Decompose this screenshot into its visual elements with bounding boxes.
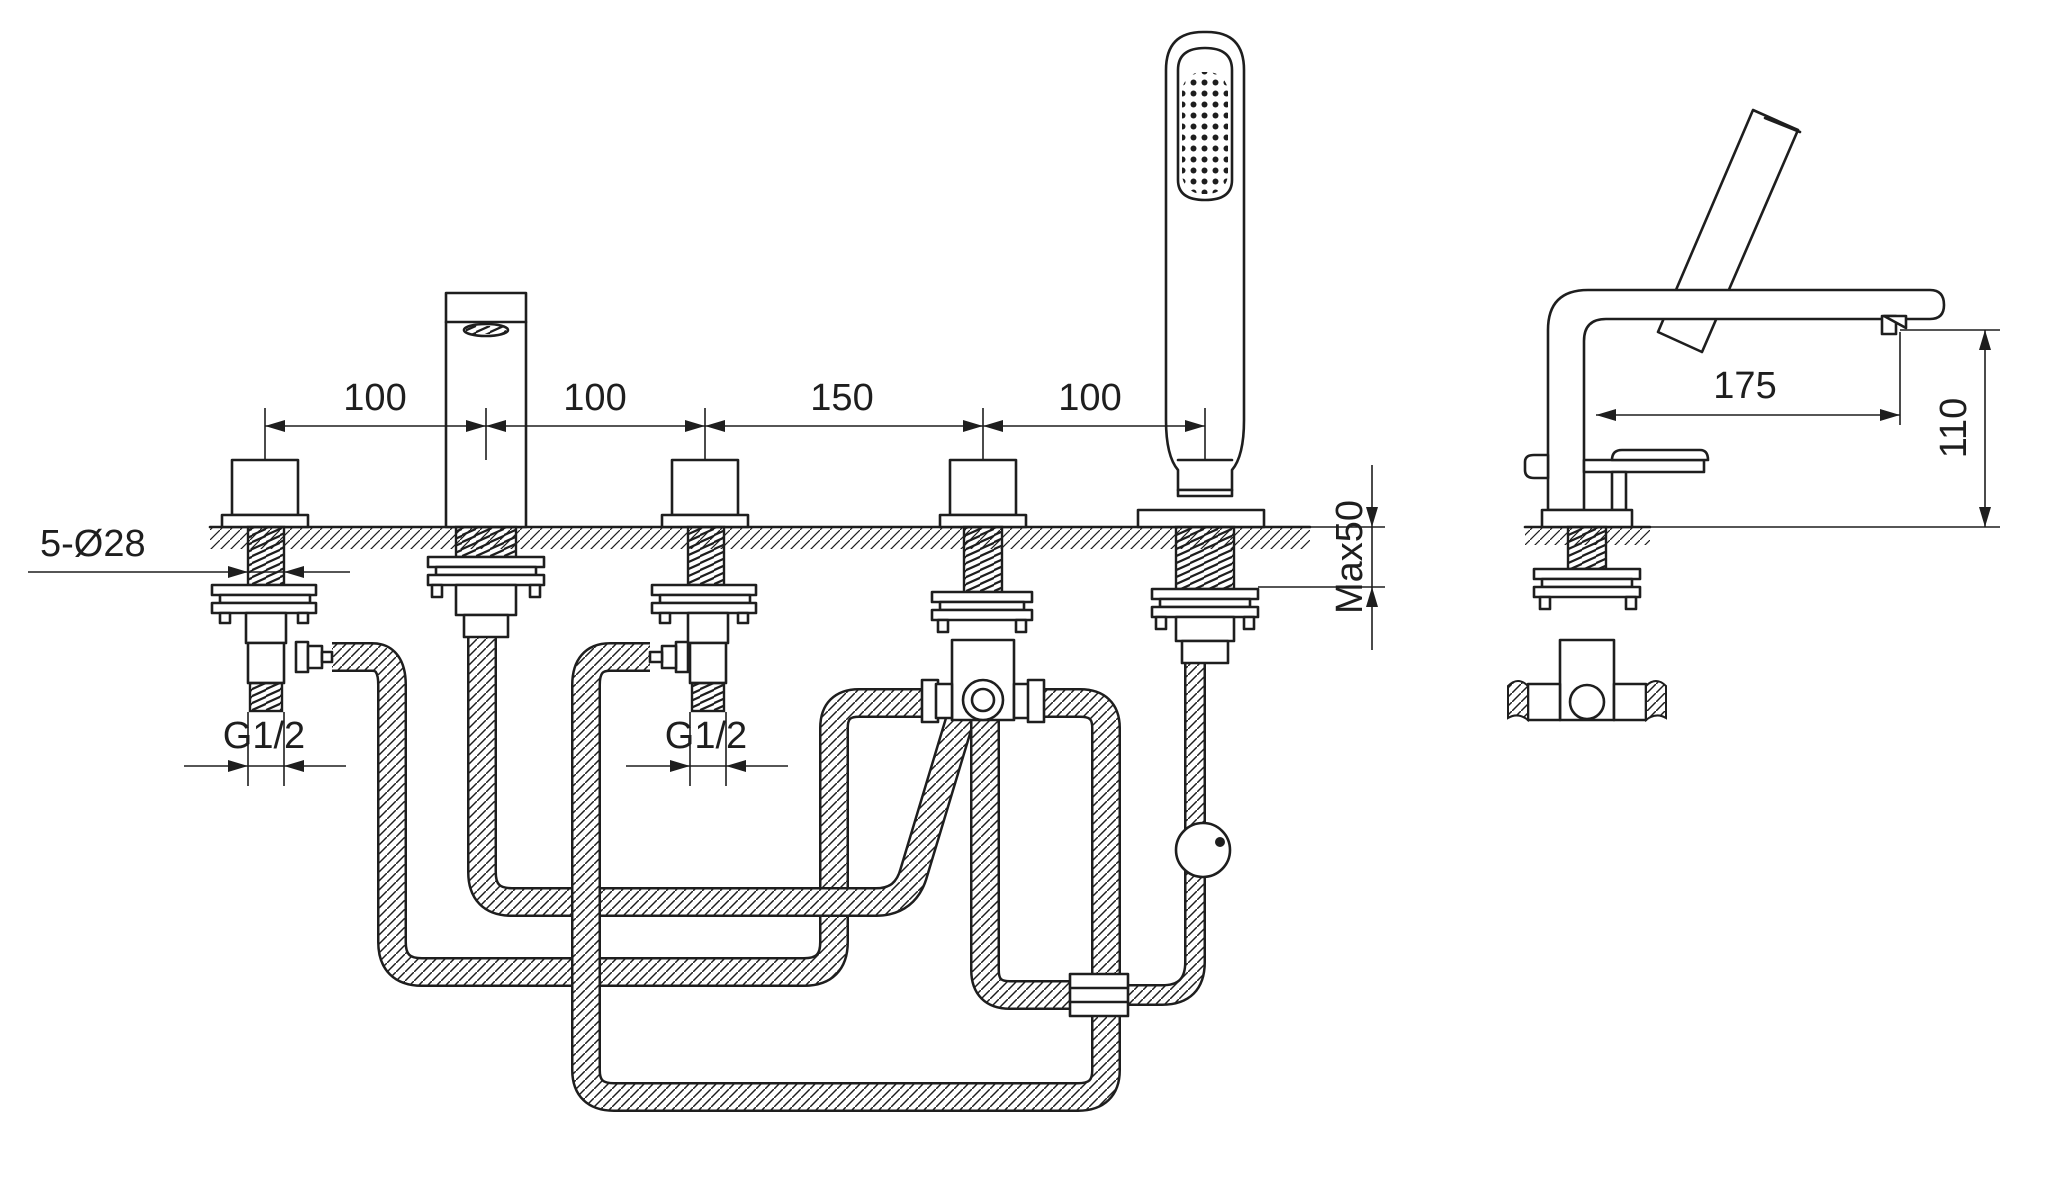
- handshower: [1068, 30, 1266, 1018]
- dim-thread-left: G1/2: [223, 715, 305, 757]
- dim-deck-thickness: Max50: [1329, 500, 1371, 614]
- dim-spacing-4: 100: [1058, 377, 1121, 419]
- hose-left-valve: [332, 642, 950, 987]
- dimension-lines: [28, 329, 2000, 786]
- dim-spout-reach: 175: [1713, 365, 1776, 407]
- side-view: [1507, 108, 1946, 723]
- hose-diverter-to-shower: [970, 712, 1085, 1010]
- diverter-valve: [920, 458, 1046, 724]
- bath-spout: [426, 291, 546, 639]
- dim-spacing-2: 100: [563, 377, 626, 419]
- braided-hoses: [332, 632, 1206, 1112]
- dim-spout-height: 110: [1933, 398, 1975, 459]
- dim-spacing-1: 100: [343, 377, 406, 419]
- dim-thread-middle: G1/2: [665, 715, 747, 757]
- valve-middle: [648, 458, 758, 713]
- dim-spacing-3: 150: [810, 377, 873, 419]
- hose-spout: [467, 632, 979, 917]
- deck: [208, 525, 1652, 549]
- hose-middle-valve: [571, 642, 1121, 1112]
- dim-holes: 5-Ø28: [40, 523, 146, 565]
- hose-handshower: [1120, 662, 1206, 1006]
- valve-left: [210, 458, 334, 713]
